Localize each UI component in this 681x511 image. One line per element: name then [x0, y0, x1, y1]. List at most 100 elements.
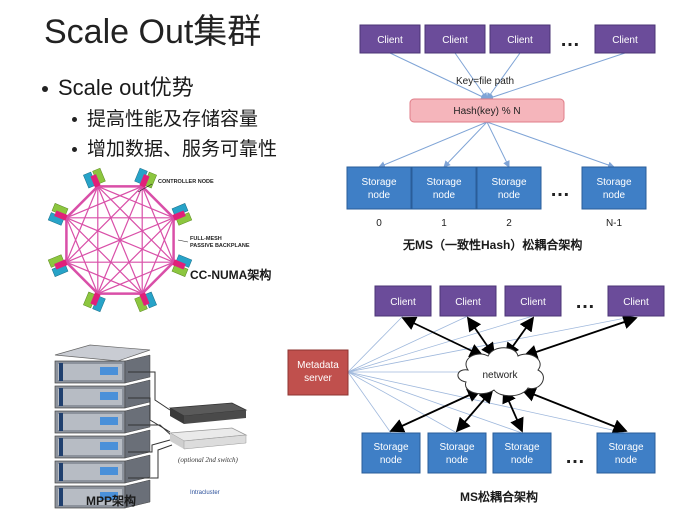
numa-node-connector [54, 259, 68, 270]
numa-caption: CC-NUMA架构 [190, 268, 272, 282]
numa-backplane-label-2: PASSIVE BACKPLANE [190, 243, 250, 249]
mpp-server-handle [59, 463, 63, 481]
numa-mesh-link [65, 217, 99, 294]
numa-node-connector [139, 174, 150, 188]
mpp-server-side [124, 354, 151, 384]
numa-controller-label: CONTROLLER NODE [158, 179, 214, 185]
top-storage-index: N-1 [606, 218, 623, 229]
top-diagram: Client Client Client Client … Key=file path… [346, 24, 656, 229]
top-clients: Client Client Client Client [359, 24, 656, 54]
numa-mesh-link [141, 261, 175, 295]
mpp-server-panel [100, 442, 118, 450]
network-storage-link [502, 388, 524, 433]
numa-node [47, 254, 69, 277]
bottom-storage-node [492, 432, 552, 474]
numa-node-connector [172, 259, 186, 270]
bottom-client-label: Client [520, 297, 546, 308]
numa-mesh-link [97, 185, 175, 263]
network-cloud [457, 347, 544, 397]
top-client-node [424, 24, 486, 54]
numa-mesh [65, 185, 175, 295]
network-storage-link [389, 388, 483, 433]
top-storage-ellipsis: … [550, 179, 570, 201]
numa-mesh-link [65, 186, 99, 263]
client-network-link [466, 316, 496, 358]
mpp-servers [54, 344, 151, 509]
bullet-dot [72, 117, 77, 123]
top-diagram-caption: 无MS（一致性Hash）松耦合架构 [403, 238, 583, 252]
hash-box [409, 98, 565, 123]
meta-client-link [347, 315, 404, 373]
bullet-dot [42, 86, 48, 93]
hash-label: Hash(key) % N [453, 106, 520, 117]
bottom-client-node [374, 285, 432, 317]
meta-storage-link [347, 371, 392, 434]
meta-storage-link [347, 371, 458, 434]
numa-node [134, 167, 157, 189]
top-storage-node [346, 166, 412, 210]
mpp-rack-top [54, 344, 151, 362]
numa-mesh-link [65, 185, 99, 219]
network-storage-link [455, 388, 494, 433]
client-network-link [522, 315, 638, 359]
bottom-client-node [504, 285, 562, 317]
top-client-label: Client [612, 35, 638, 46]
mpp-switch-1-side [170, 408, 184, 424]
slide-title: Scale Out集群 [44, 13, 262, 51]
mpp-intracluster-label: Intracluster [190, 490, 220, 496]
mpp-cable [128, 424, 173, 437]
numa-mesh-link [97, 186, 143, 294]
mpp-server-side [124, 429, 151, 459]
numa-node [134, 291, 157, 313]
mpp-server-panel [100, 392, 118, 400]
top-client-node [359, 24, 421, 54]
top-client-label: Client [442, 35, 468, 46]
mpp-server-handle [59, 413, 63, 431]
bottom-storage-node [596, 432, 656, 474]
numa-mesh-link [65, 261, 99, 295]
bottom-client-label: Client [623, 297, 649, 308]
bullet-dot [72, 147, 77, 153]
top-diagram-links [378, 52, 626, 169]
mpp-server-panel [100, 492, 118, 500]
mpp-server-handle [59, 488, 63, 506]
bullet-sub-2: 增加数据、服务可靠性 [72, 134, 277, 161]
numa-node [171, 254, 193, 277]
metadata-server-box [287, 349, 349, 396]
top-storage-node [411, 166, 477, 210]
mpp-switch-2-side [170, 433, 184, 449]
top-storage-node [581, 166, 647, 210]
top-client-hash-link [454, 52, 488, 100]
bottom-storage-ellipsis: … [565, 446, 585, 468]
bottom-diagram-caption: MS松耦合架构 [460, 490, 539, 504]
numa-nodes [47, 167, 193, 313]
numa-mesh-link [97, 217, 175, 295]
top-hash-storage-link [486, 121, 615, 169]
mpp-figure: (optional 2nd switch) Intracluster [54, 344, 248, 509]
mpp-server-panel [100, 417, 118, 425]
numa-node [47, 203, 69, 226]
numa-mesh-link [97, 185, 174, 219]
numa-node-connector [172, 210, 186, 221]
bottom-client-node [607, 285, 665, 317]
top-client-label: Client [507, 35, 533, 46]
numa-node-connector [90, 292, 101, 306]
mpp-server-side [124, 379, 151, 409]
numa-node [83, 167, 106, 189]
top-client-hash-link [486, 52, 626, 101]
bullet-sub-1: 提高性能及存储容量 [72, 104, 258, 131]
key-label: Key=file path [456, 76, 514, 87]
top-client-node [489, 24, 551, 54]
bottom-storage-node [361, 432, 421, 474]
numa-node [83, 291, 106, 313]
top-client-label: Client [377, 35, 403, 46]
